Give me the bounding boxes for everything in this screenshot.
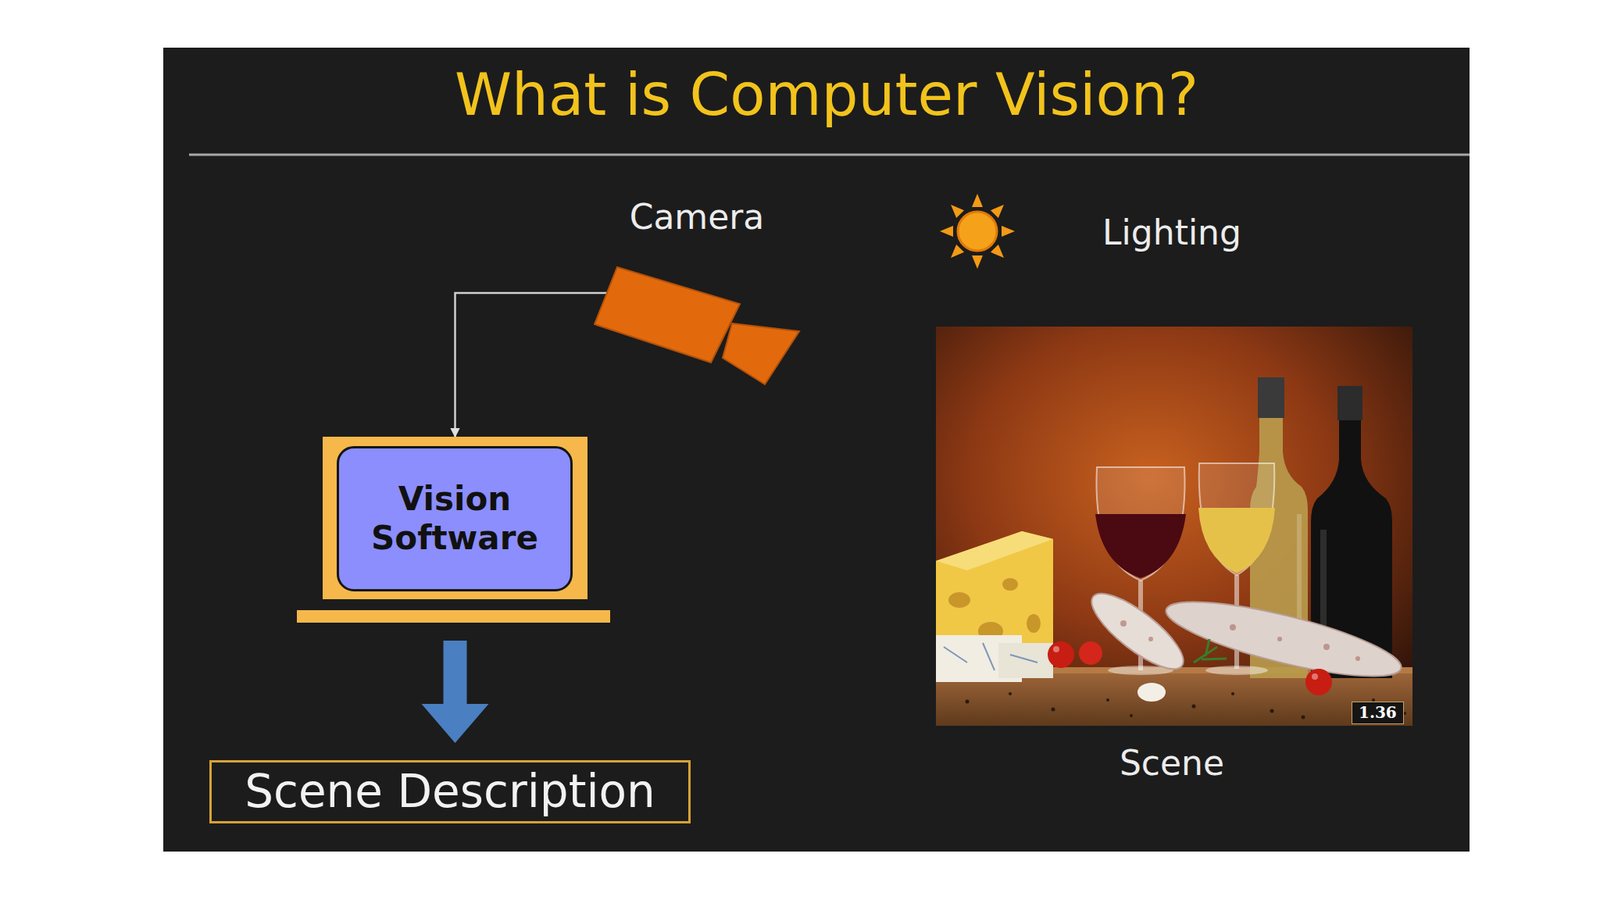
scene-label: Scene [1119,742,1225,785]
scene-description-box: Scene Description [209,760,691,824]
lighting-label: Lighting [1102,212,1242,254]
node-label: Scene Description [244,764,656,820]
vision-software-monitor: Vision Software [322,436,588,600]
image-index-tag: 1.36 [1351,701,1404,725]
camera-body [594,267,740,363]
screen-panel: Vision Software [336,446,573,592]
monitor-stand [296,610,611,623]
connector-line [455,292,610,437]
title-rule [189,153,1470,157]
camera-label: Camera [594,196,834,238]
sun-icon [939,193,1015,269]
slide-title: What is Computer Vision? [173,60,1480,130]
scene-photo [935,326,1413,726]
node-label: Vision Software [351,479,558,559]
block-arrow [421,640,490,743]
camera-lens [722,323,800,385]
camera-node: Camera [594,196,834,386]
